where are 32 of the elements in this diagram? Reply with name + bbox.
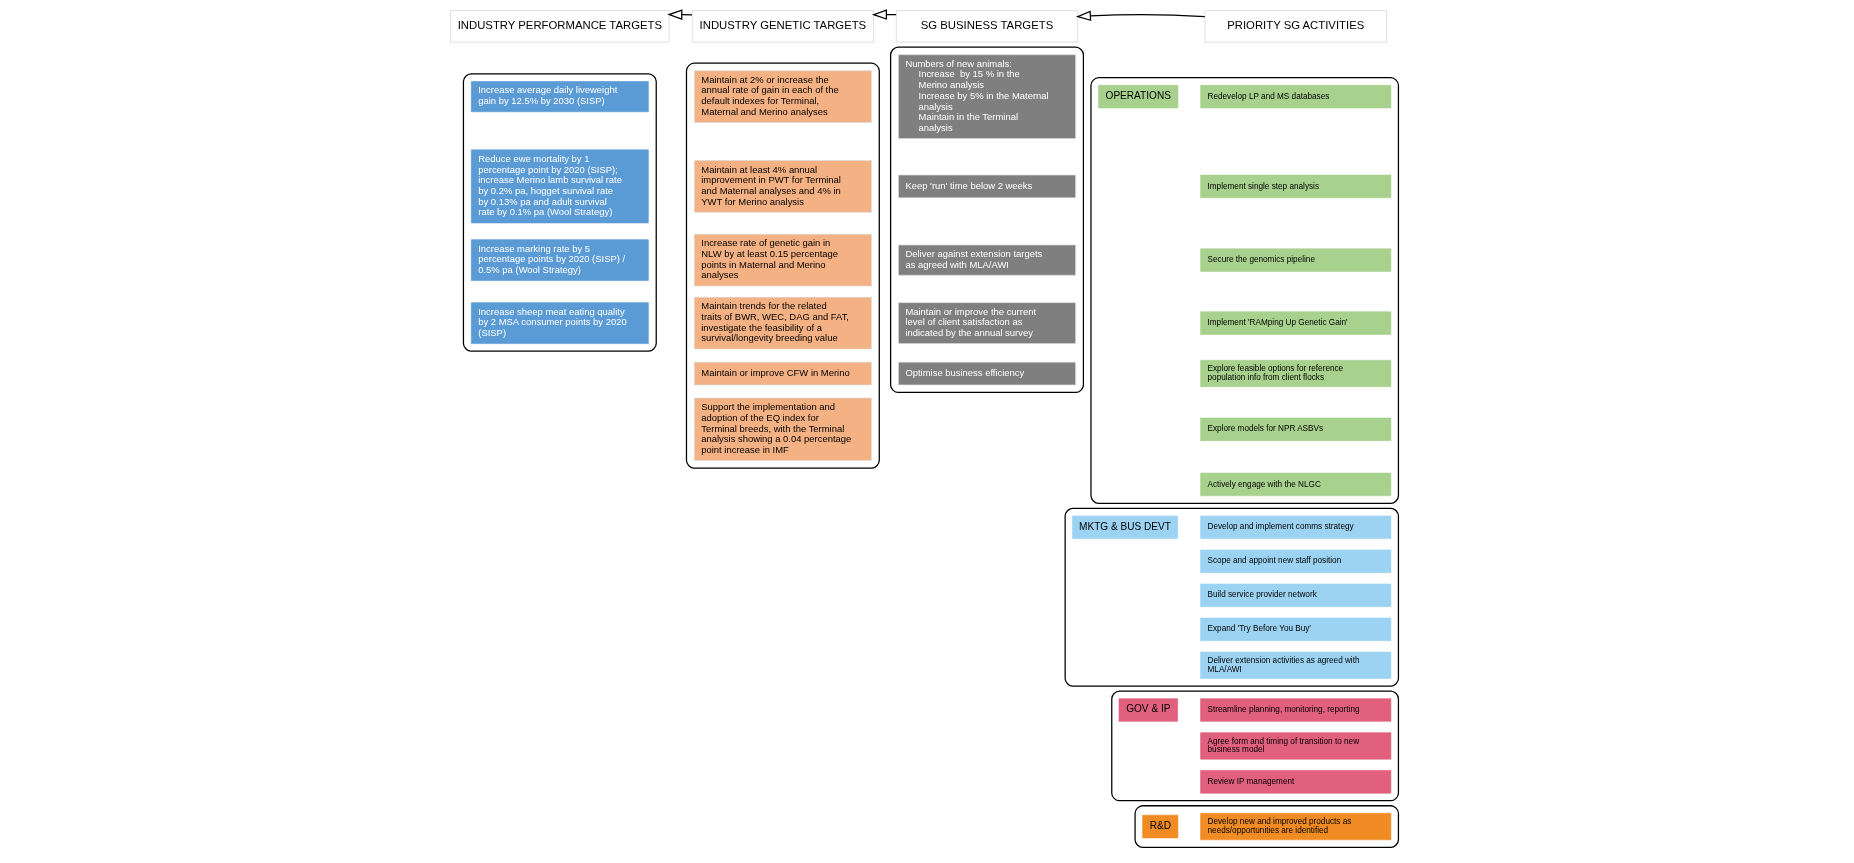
cluster	[462, 73, 657, 352]
node-box: Maintain trends for the related traits of BWR, WEC, DAG and FAT, investigate the feasibility of a survival/longevity breeding value	[694, 297, 872, 350]
node-box: Optimise business efficiency	[898, 361, 1076, 386]
cluster	[1064, 507, 1400, 687]
cluster	[1134, 805, 1400, 848]
node-box: Maintain at least 4% annual improvement in PWT for Terminal and Maternal analyses and 4% in YWT for Merino analysis	[694, 160, 872, 213]
cluster	[1111, 690, 1400, 802]
node-box: Keep 'run' time below 2 weeks	[898, 174, 1076, 199]
cluster	[1090, 77, 1400, 504]
node-box: Support the implementation and adoption of the EQ index for Terminal breeds, with the Terminal analysis showing a 0.04 percentage point increase in IMF	[694, 397, 872, 461]
node-box: MKTG & BUS DEVT	[1072, 515, 1178, 539]
node-box: Increase marking rate by 5 percentage points by 2020 (SISP) / 0.5% pa (Wool Strategy)	[471, 239, 649, 281]
node-box: Maintain or improve CFW in Merino	[694, 361, 872, 386]
node-box: GOV & IP	[1118, 698, 1178, 722]
node-box: INDUSTRY PERFORMANCE TARGETS	[450, 10, 670, 43]
node-box: Increase sheep meat eating quality by 2 MSA consumer points by 2020 (SISP)	[471, 302, 649, 344]
node-box: Deliver against extension targets as agreed with MLA/AWI	[898, 244, 1076, 276]
cluster	[685, 62, 880, 469]
node-box: Maintain at 2% or increase the annual rate of gain in each of the default indexes for Terminal, Maternal and Merino analyses	[694, 70, 872, 123]
node-box: SG BUSINESS TARGETS	[895, 10, 1079, 43]
cluster	[890, 46, 1085, 394]
node-box: Reduce ewe mortality by 1 percentage point by 2020 (SISP); increase Merino lamb survival rate by 0.2% pa, hogget survival rate by 0.13% pa and adult survival rate by 0.1% pa (Wool Strategy)	[471, 149, 649, 224]
arrow	[667, 9, 693, 20]
arrow	[1075, 10, 1206, 22]
node-box: OPERATIONS	[1098, 84, 1179, 109]
node-box: PRIORITY SG ACTIVITIES	[1204, 10, 1387, 43]
node-box: Numbers of new animals: Increase by 15 % in the Merino analysis Increase by 5% in the Maternal analysis Maintain in the Terminal analysis	[898, 54, 1076, 139]
node-box: Maintain or improve the current level of client satisfaction as indicated by the annual survey	[898, 302, 1076, 344]
node-box: Increase average daily liveweight gain by 12.5% by 2030 (SISP)	[471, 81, 649, 113]
node-box: INDUSTRY GENETIC TARGETS	[691, 10, 874, 43]
node-box: Increase rate of genetic gain in NLW by at least 0.15 percentage points in Maternal and Merino analyses	[694, 233, 872, 287]
node-box: R&D	[1142, 814, 1179, 839]
